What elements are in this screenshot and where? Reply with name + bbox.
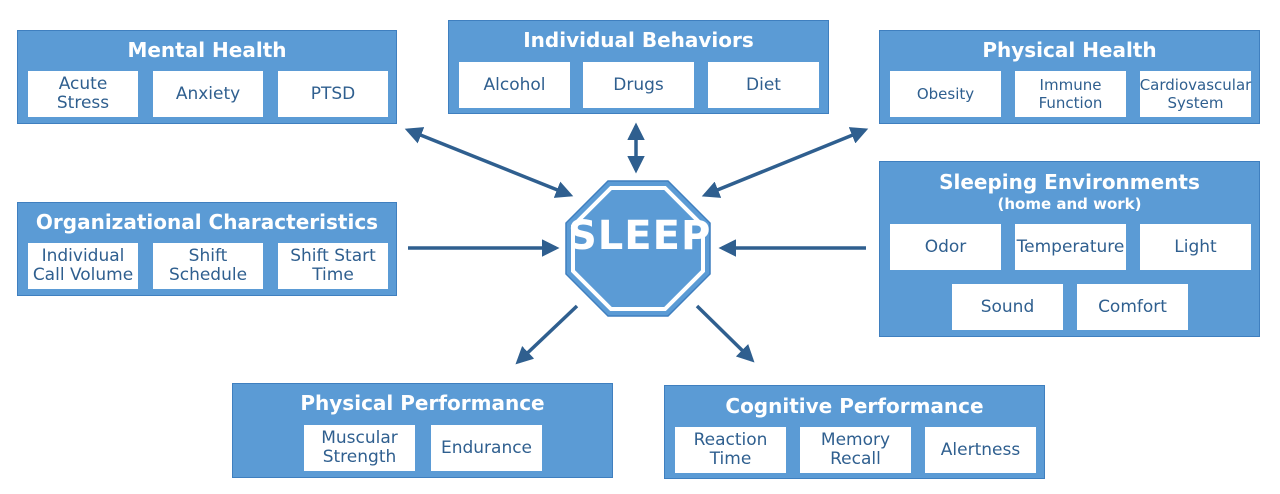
shift-start-time-item: Shift Start Time xyxy=(278,243,388,289)
memory-recall-item: Memory Recall xyxy=(800,427,911,473)
mental-health-panel: Mental Health Acute Stress Anxiety PTSD xyxy=(17,30,397,124)
drugs-item: Drugs xyxy=(583,62,694,108)
arrow-physical-performance xyxy=(515,304,579,365)
stop-sign-inner-border xyxy=(571,186,705,311)
arrow-physical-health xyxy=(701,127,869,198)
arrow-cognitive-performance xyxy=(695,304,755,363)
diet-item: Diet xyxy=(708,62,819,108)
muscular-strength-item: Muscular Strength xyxy=(304,425,415,471)
mental-health-title: Mental Health xyxy=(127,38,287,62)
immune-function-item: Immune Function xyxy=(1015,71,1126,117)
organizational-characteristics-panel: Organizational Characteristics Individua… xyxy=(17,202,397,296)
individual-call-volume-item: Individual Call Volume xyxy=(28,243,138,289)
cognitive-performance-panel: Cognitive Performance Reaction Time Memo… xyxy=(664,385,1045,479)
reaction-time-item: Reaction Time xyxy=(675,427,786,473)
organizational-characteristics-title: Organizational Characteristics xyxy=(35,210,379,234)
sound-item: Sound xyxy=(952,284,1063,330)
cardiovascular-system-item: Cardiovascular System xyxy=(1140,71,1251,117)
physical-health-title: Physical Health xyxy=(982,38,1157,62)
odor-item: Odor xyxy=(890,224,1001,270)
obesity-item: Obesity xyxy=(890,71,1001,117)
shift-schedule-item: Shift Schedule xyxy=(153,243,263,289)
endurance-item: Endurance xyxy=(431,425,542,471)
sleep-label: SLEEP xyxy=(568,213,712,259)
sleeping-environments-subtitle: (home and work) xyxy=(997,195,1142,213)
sleeping-environments-panel: Sleeping Environments (home and work) Od… xyxy=(879,161,1260,337)
physical-health-panel: Physical Health Obesity Immune Function … xyxy=(879,30,1260,124)
acute-stress-item: Acute Stress xyxy=(28,71,138,117)
cognitive-performance-title: Cognitive Performance xyxy=(725,394,984,418)
individual-behaviors-title: Individual Behaviors xyxy=(523,28,754,52)
ptsd-item: PTSD xyxy=(278,71,388,117)
physical-performance-title: Physical Performance xyxy=(300,391,545,415)
light-item: Light xyxy=(1140,224,1251,270)
physical-performance-panel: Physical Performance Muscular Strength E… xyxy=(232,383,613,478)
comfort-item: Comfort xyxy=(1077,284,1188,330)
individual-behaviors-panel: Individual Behaviors Alcohol Drugs Diet xyxy=(448,20,829,114)
alertness-item: Alertness xyxy=(925,427,1036,473)
temperature-item: Temperature xyxy=(1015,224,1126,270)
anxiety-item: Anxiety xyxy=(153,71,263,117)
stop-sign-outer xyxy=(565,180,711,317)
alcohol-item: Alcohol xyxy=(459,62,570,108)
sleeping-environments-title: Sleeping Environments xyxy=(939,170,1200,194)
arrow-mental-health xyxy=(404,127,574,198)
